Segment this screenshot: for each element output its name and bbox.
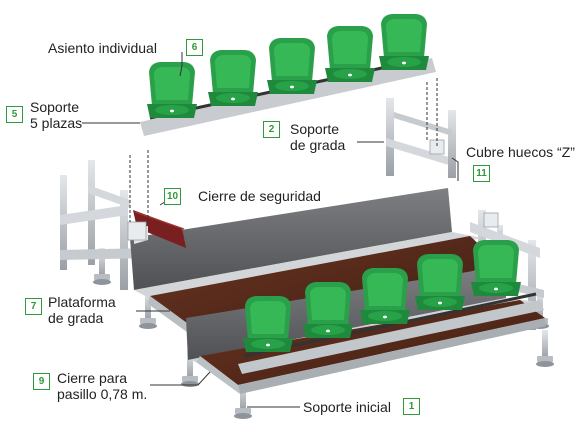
callout-badge-6: 6 [186,39,203,56]
callout-badge-7: 7 [25,298,42,315]
callout-text-plataforma: Plataforma de grada [48,294,116,326]
callout-badge-1: 1 [403,398,420,415]
callout-badge-9: 9 [33,373,50,390]
upper-riser [130,188,452,290]
callout-badge-11: 11 [473,165,490,182]
callout-text-soporte-grada: Soporte de grada [290,121,346,153]
callout-badge-2: 2 [263,121,280,138]
callout-text-asiento: Asiento individual [48,40,157,56]
callout-text-soporte-inicial: Soporte inicial [303,399,391,415]
callout-badge-5: 5 [6,106,23,123]
callout-text-cubre-huecos: Cubre huecos “Z” [466,144,575,160]
grada-support-frame [386,98,456,178]
security-closure [133,210,186,248]
callout-badge-10: 10 [164,188,181,205]
callout-text-cierre-seguridad: Cierre de seguridad [198,188,321,204]
callout-text-cierre-pasillo: Cierre para pasillo 0,78 m. [57,370,148,402]
callout-text-soporte-5: Soporte 5 plazas [30,99,83,131]
